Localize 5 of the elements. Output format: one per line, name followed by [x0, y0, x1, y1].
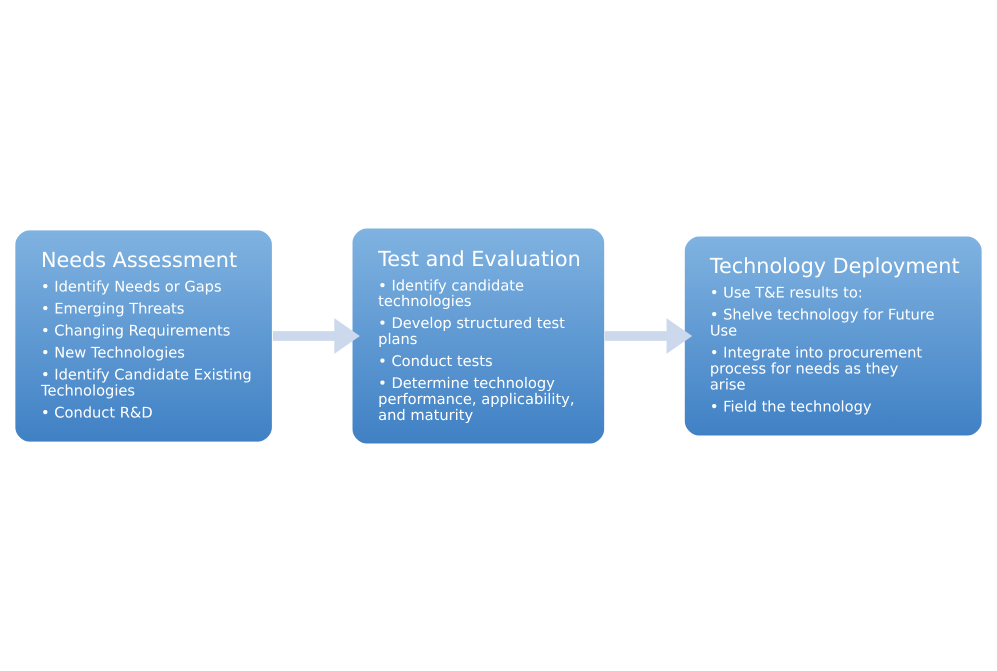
node-box: Technology Deployment • Use T&E results to: • Shelve technology for Future Use • Integrate into procurement process for needs as they arise • Field the technology	[684, 234, 983, 436]
arrow	[604, 318, 692, 354]
node-box: Test and Evaluation • Identify candidate technologies • Develop structured test plans • Conduct tests • Determine technology performance, applicability, and maturity	[351, 226, 606, 444]
node-box: Needs Assessment • Identify Needs or Gaps • Emerging Threats • Changing Requirements • New Technologies • Identify Candidate Existing Technologies • Conduct R&D	[14, 228, 274, 442]
arrow	[272, 318, 360, 354]
